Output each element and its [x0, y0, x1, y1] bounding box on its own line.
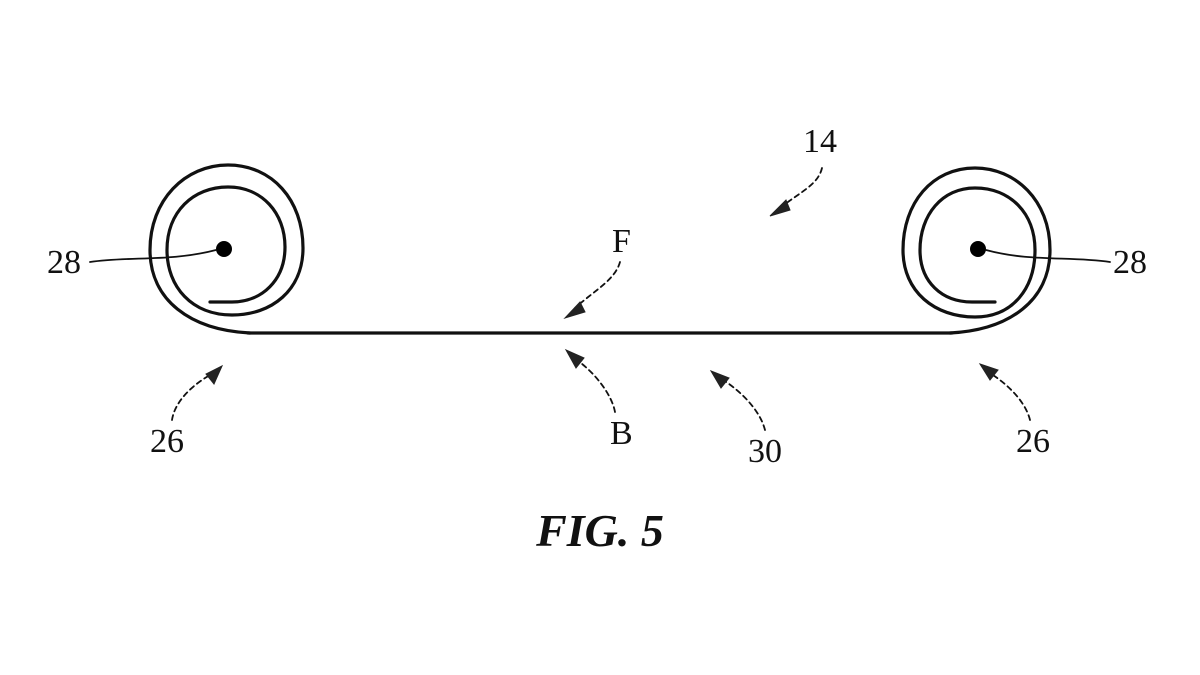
leader-roll-left: [171, 373, 213, 421]
right-roll: [901, 166, 1052, 335]
arrowhead-assembly: [769, 199, 791, 217]
label-roll-right: 26: [1016, 423, 1050, 460]
leader-axis-left: [89, 249, 217, 263]
right-roll-spiral: [901, 166, 1052, 335]
left-roll-spiral: [148, 163, 305, 335]
label-axis-right: 28: [1113, 244, 1147, 281]
label-roll-left: 26: [150, 423, 184, 460]
label-assembly: 14: [803, 123, 837, 160]
figure-caption: FIG. 5: [535, 505, 664, 556]
right-axis-hub: [970, 241, 986, 257]
arrowhead-roll-left: [205, 364, 224, 385]
arrowhead-roll-right: [978, 363, 999, 381]
leader-roll-right: [987, 371, 1031, 421]
left-axis-hub: [216, 241, 232, 257]
leader-back-face: [573, 357, 616, 413]
leader-sheet: [719, 377, 766, 431]
arrowhead-sheet: [709, 370, 730, 389]
label-sheet: 30: [748, 433, 782, 470]
left-roll: [148, 163, 305, 335]
arrowhead-front-face: [563, 301, 586, 320]
leader-front-face: [574, 261, 621, 309]
label-front-face: F: [612, 223, 631, 260]
leader-axis-right: [985, 249, 1111, 263]
label-back-face: B: [610, 415, 633, 452]
label-axis-left: 28: [47, 244, 81, 281]
arrowhead-back-face: [564, 348, 585, 369]
